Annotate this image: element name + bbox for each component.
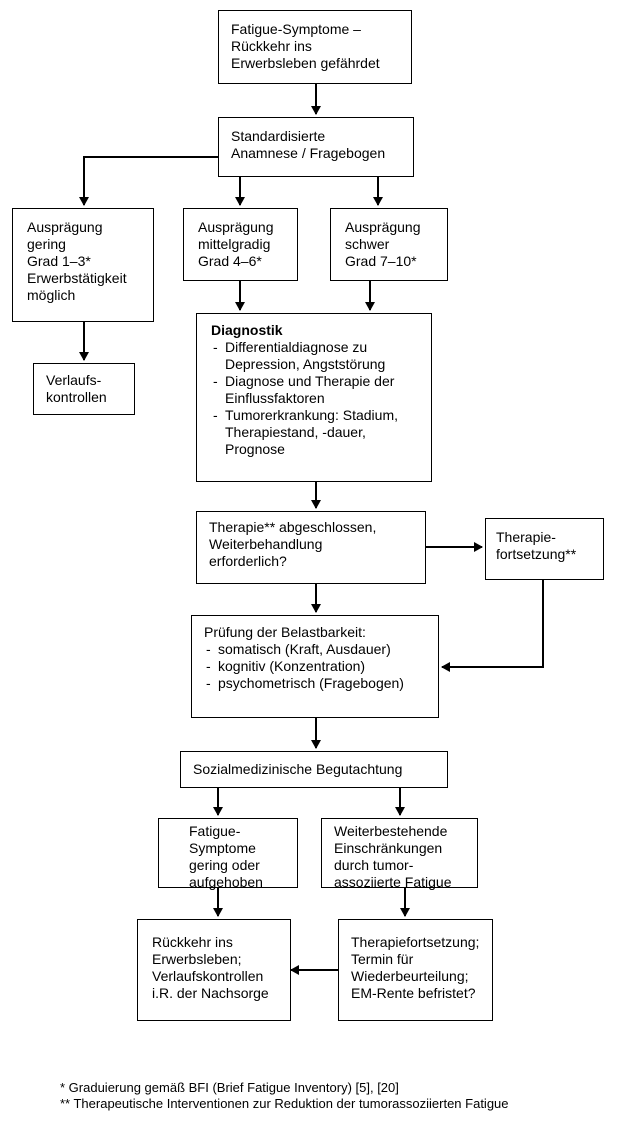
box-gering: Ausprägung gering Grad 1–3* Erwerbstätig… — [12, 208, 154, 322]
box-therapiefortsetzung: Therapiefortsetzung; Termin für Wiederbe… — [338, 919, 493, 1021]
box-fatigue-gering: Fatigue- Symptome gering oder aufgehoben — [158, 818, 298, 890]
box-sozial-text: Sozialmedizinische Begutachtung — [193, 761, 403, 777]
box-weiter: Weiterbestehende Einschränkungen durch t… — [321, 818, 478, 890]
box-pruefung: Prüfung der Belastbarkeit: somatisch (Kr… — [191, 615, 439, 718]
box-weiter-text: Weiterbestehende Einschränkungen durch t… — [334, 823, 452, 890]
pruefung-title: Prüfung der Belastbarkeit: — [204, 624, 366, 640]
pruefung-item: somatisch (Kraft, Ausdauer) — [204, 641, 428, 658]
diagnostik-list: Differentialdiagnose zu Depression, Angs… — [211, 339, 423, 458]
diagnostik-item: Tumorerkrankung: Stadium, Therapiestand,… — [211, 407, 423, 458]
box-sozial: Sozialmedizinische Begutachtung — [180, 751, 448, 788]
box-gering-text: Ausprägung gering Grad 1–3* Erwerbstätig… — [27, 219, 127, 303]
pruefung-item: psychometrisch (Fragebogen) — [204, 675, 428, 692]
pruefung-list: somatisch (Kraft, Ausdauer) kognitiv (Ko… — [204, 641, 428, 692]
arrow-anamnese-to-gering — [79, 156, 218, 206]
box-schwer: Ausprägung schwer Grad 7–10* — [330, 208, 448, 281]
box-fortsetzung: Therapie- fortsetzung** — [485, 518, 604, 580]
box-verlauf-text: Verlaufs- kontrollen — [46, 372, 107, 405]
box-mittel-text: Ausprägung mittelgradig Grad 4–6* — [198, 219, 274, 269]
box-start-text: Fatigue-Symptome – Rückkehr ins Erwerbsl… — [231, 21, 380, 71]
arrow-fortsetzung-to-pruefung — [441, 580, 544, 672]
box-schwer-text: Ausprägung schwer Grad 7–10* — [345, 219, 421, 269]
box-verlauf: Verlaufs- kontrollen — [33, 363, 135, 415]
footnote-2: ** Therapeutische Interventionen zur Red… — [60, 1096, 509, 1111]
diagnostik-item: Differentialdiagnose zu Depression, Angs… — [211, 339, 423, 373]
box-rueckkehr: Rückkehr ins Erwerbsleben; Verlaufskontr… — [137, 919, 291, 1021]
diagnostik-item: Diagnose und Therapie der Einflussfaktor… — [211, 373, 423, 407]
box-rueckkehr-text: Rückkehr ins Erwerbsleben; Verlaufskontr… — [152, 934, 269, 1001]
box-fortsetzung-text: Therapie- fortsetzung** — [496, 529, 577, 562]
box-anamnese: Standardisierte Anamnese / Fragebogen — [218, 117, 414, 177]
diagnostik-title: Diagnostik — [211, 322, 283, 338]
footnote-1: * Graduierung gemäß BFI (Brief Fatigue I… — [60, 1080, 399, 1095]
box-therapie-text: Therapie** abgeschlossen, Weiterbehandlu… — [209, 519, 377, 569]
pruefung-item: kognitiv (Konzentration) — [204, 658, 428, 675]
box-start: Fatigue-Symptome – Rückkehr ins Erwerbsl… — [218, 10, 412, 84]
box-therapiefortsetzung-text: Therapiefortsetzung; Termin für Wiederbe… — [351, 934, 480, 1001]
box-anamnese-text: Standardisierte Anamnese / Fragebogen — [231, 128, 386, 161]
box-mittel: Ausprägung mittelgradig Grad 4–6* — [183, 208, 298, 281]
box-fatigue-gering-text: Fatigue- Symptome gering oder aufgehoben — [189, 823, 263, 890]
box-diagnostik: Diagnostik Differentialdiagnose zu Depre… — [196, 313, 432, 482]
box-therapie: Therapie** abgeschlossen, Weiterbehandlu… — [196, 511, 426, 584]
